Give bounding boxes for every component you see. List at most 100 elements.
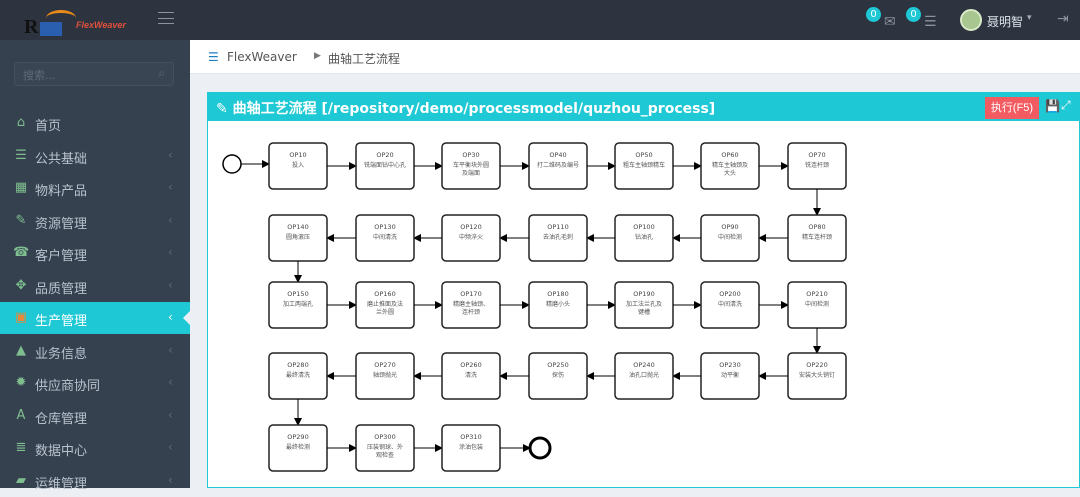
step-op: OP310 xyxy=(460,433,481,441)
step-op: OP20 xyxy=(376,151,393,159)
sidebar-item-label: 仓库管理 xyxy=(35,411,88,427)
step-op: OP260 xyxy=(460,361,481,369)
wrench-icon: ✎ xyxy=(15,212,27,228)
step-name: 加工法兰孔及键槽 xyxy=(626,300,662,316)
step-name: 油孔口抛光 xyxy=(629,371,659,379)
step-op: OP30 xyxy=(462,151,479,159)
logout-icon[interactable]: ⇥ xyxy=(1057,11,1069,27)
step-name: 打二维码及编号 xyxy=(537,161,579,169)
sidebar-item[interactable]: ≣数据中心‹ xyxy=(0,432,190,464)
sidebar-item[interactable]: ▲业务信息‹ xyxy=(0,335,190,367)
process-step[interactable]: OP310 涂油包装 xyxy=(441,424,501,472)
step-op: OP240 xyxy=(633,361,654,369)
sidebar-item[interactable]: ☎客户管理‹ xyxy=(0,237,190,269)
step-op: OP210 xyxy=(806,290,827,298)
sidebar-item-label: 资源管理 xyxy=(35,216,88,232)
breadcrumb-root[interactable]: FlexWeaver xyxy=(227,50,297,64)
sidebar-item-label: 运维管理 xyxy=(35,476,88,492)
lock-icon: ▲ xyxy=(16,342,26,358)
chevron-left-icon: ‹ xyxy=(168,310,173,324)
user-name[interactable]: 聂明智 xyxy=(987,15,1024,29)
step-op: OP70 xyxy=(808,151,825,159)
sidebar-item[interactable]: ✹供应商协同‹ xyxy=(0,367,190,399)
sidebar-item-label: 品质管理 xyxy=(35,281,88,297)
step-name: 圆角滚压 xyxy=(286,233,310,241)
list-icon: ≣ xyxy=(15,440,27,455)
sidebar-item[interactable]: ⌂首页 xyxy=(0,107,190,139)
chevron-left-icon: ‹ xyxy=(168,212,173,227)
save-icon[interactable]: 💾 xyxy=(1045,99,1060,113)
envelope-icon[interactable]: ✉ xyxy=(884,14,896,30)
sidebar-item[interactable]: ▦物料产品‹ xyxy=(0,172,190,204)
process-step[interactable]: OP240 油孔口抛光 xyxy=(614,352,674,400)
process-step[interactable]: OP190 加工法兰孔及键槽 xyxy=(614,281,674,329)
step-name: 压装钢球、外观检查 xyxy=(367,443,403,459)
sidebar-item[interactable]: ✎ 资源管理 ‹ xyxy=(0,205,190,237)
chevron-left-icon: ‹ xyxy=(168,245,173,259)
step-name: 粗车主轴颈精车 xyxy=(623,161,665,169)
search-input[interactable]: 搜索...⌕ xyxy=(14,62,174,86)
step-op: OP40 xyxy=(549,151,566,159)
start-event[interactable] xyxy=(222,154,242,174)
step-op: OP190 xyxy=(633,290,654,298)
sidebar: 搜索...⌕ ⌂首页☰公共基础‹▦物料产品‹✎资源管理‹☎客户管理‹✥品质管理‹… xyxy=(0,40,190,492)
step-name: 清洗 xyxy=(465,371,477,379)
panel-header: ✎ 曲轴工艺流程 [/repository/demo/processmodel/… xyxy=(208,93,1079,121)
menu-toggle-icon[interactable] xyxy=(158,12,174,24)
chevron-left-icon: ‹ xyxy=(168,180,173,194)
panel-title: ✎ 曲轴工艺流程 [/repository/demo/processmodel/… xyxy=(216,101,716,117)
grid-icon: ▦ xyxy=(14,180,28,195)
expand-icon[interactable]: ⤢ xyxy=(1061,98,1071,112)
avatar[interactable] xyxy=(960,9,982,31)
process-step[interactable]: OP40 打二维码及编号 xyxy=(528,142,588,190)
tasks-badge: 0 xyxy=(906,7,921,22)
sidebar-item[interactable]: ▣生产管理‹ xyxy=(0,302,190,334)
step-name: 涂油包装 xyxy=(459,443,483,451)
sidebar-item[interactable]: ☰公共基础‹ xyxy=(0,140,190,172)
sidebar-item[interactable]: ✥品质管理‹ xyxy=(0,270,190,302)
step-op: OP270 xyxy=(374,361,395,369)
chevron-down-icon[interactable]: ▾ xyxy=(1027,13,1032,23)
tasks-icon[interactable]: ☰ xyxy=(924,14,937,30)
sidebar-item[interactable]: ▰运维管理‹ xyxy=(0,465,190,497)
end-event[interactable] xyxy=(528,436,552,460)
process-step[interactable]: OP260 清洗 xyxy=(441,352,501,400)
step-name: 安装大头销钉 xyxy=(799,371,835,379)
breadcrumb: ☰ FlexWeaver ▶ 曲轴工艺流程 xyxy=(190,40,1080,74)
step-name: 磨止推面及法兰外圆 xyxy=(367,300,403,316)
phone-icon: ☎ xyxy=(13,245,30,260)
execute-button[interactable]: 执行(F5) xyxy=(985,97,1039,119)
folder-icon: ▰ xyxy=(16,472,26,488)
step-op: OP120 xyxy=(460,223,481,231)
notification-badge: 0 xyxy=(866,7,881,22)
